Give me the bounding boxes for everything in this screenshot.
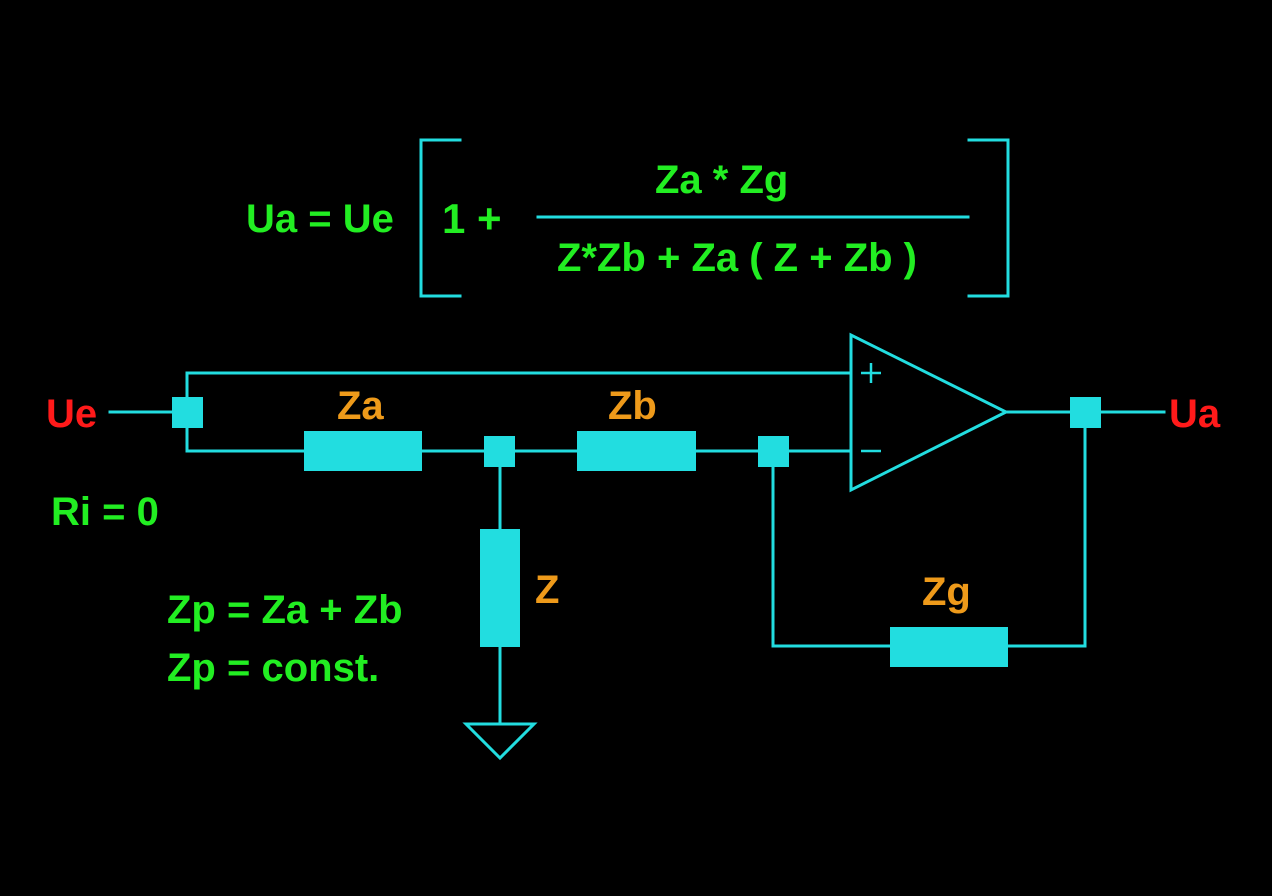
- minus-junction-node: [758, 436, 789, 467]
- za-impedance: [304, 431, 422, 471]
- formula-one-plus: 1 +: [442, 195, 502, 242]
- opamp-triangle: [849, 332, 1010, 493]
- ri-note: Ri = 0: [51, 490, 159, 534]
- zp-sum-note: Zp = Za + Zb: [167, 588, 403, 632]
- formula-numerator: Za * Zg: [655, 158, 789, 202]
- z-label: Z: [535, 568, 560, 612]
- output-port-label: Ua: [1169, 392, 1221, 436]
- z-impedance: [480, 529, 520, 647]
- zp-const-note: Zp = const.: [167, 646, 380, 690]
- zb-label: Zb: [608, 384, 657, 428]
- input-port-label: Ue: [46, 392, 98, 436]
- zg-label: Zg: [922, 570, 971, 614]
- input-node: [172, 397, 203, 428]
- z-junction-node: [484, 436, 515, 467]
- formula-left-bracket: [419, 138, 462, 298]
- ground-symbol: [462, 722, 538, 761]
- za-label: Za: [337, 384, 384, 428]
- zg-impedance: [890, 627, 1008, 667]
- formula-denominator: Z*Zb + Za ( Z + Zb ): [557, 236, 917, 280]
- formula-right-bracket: [967, 138, 1010, 298]
- formula-lhs: Ua = Ue: [246, 197, 394, 241]
- output-node: [1070, 397, 1101, 428]
- zb-impedance: [577, 431, 696, 471]
